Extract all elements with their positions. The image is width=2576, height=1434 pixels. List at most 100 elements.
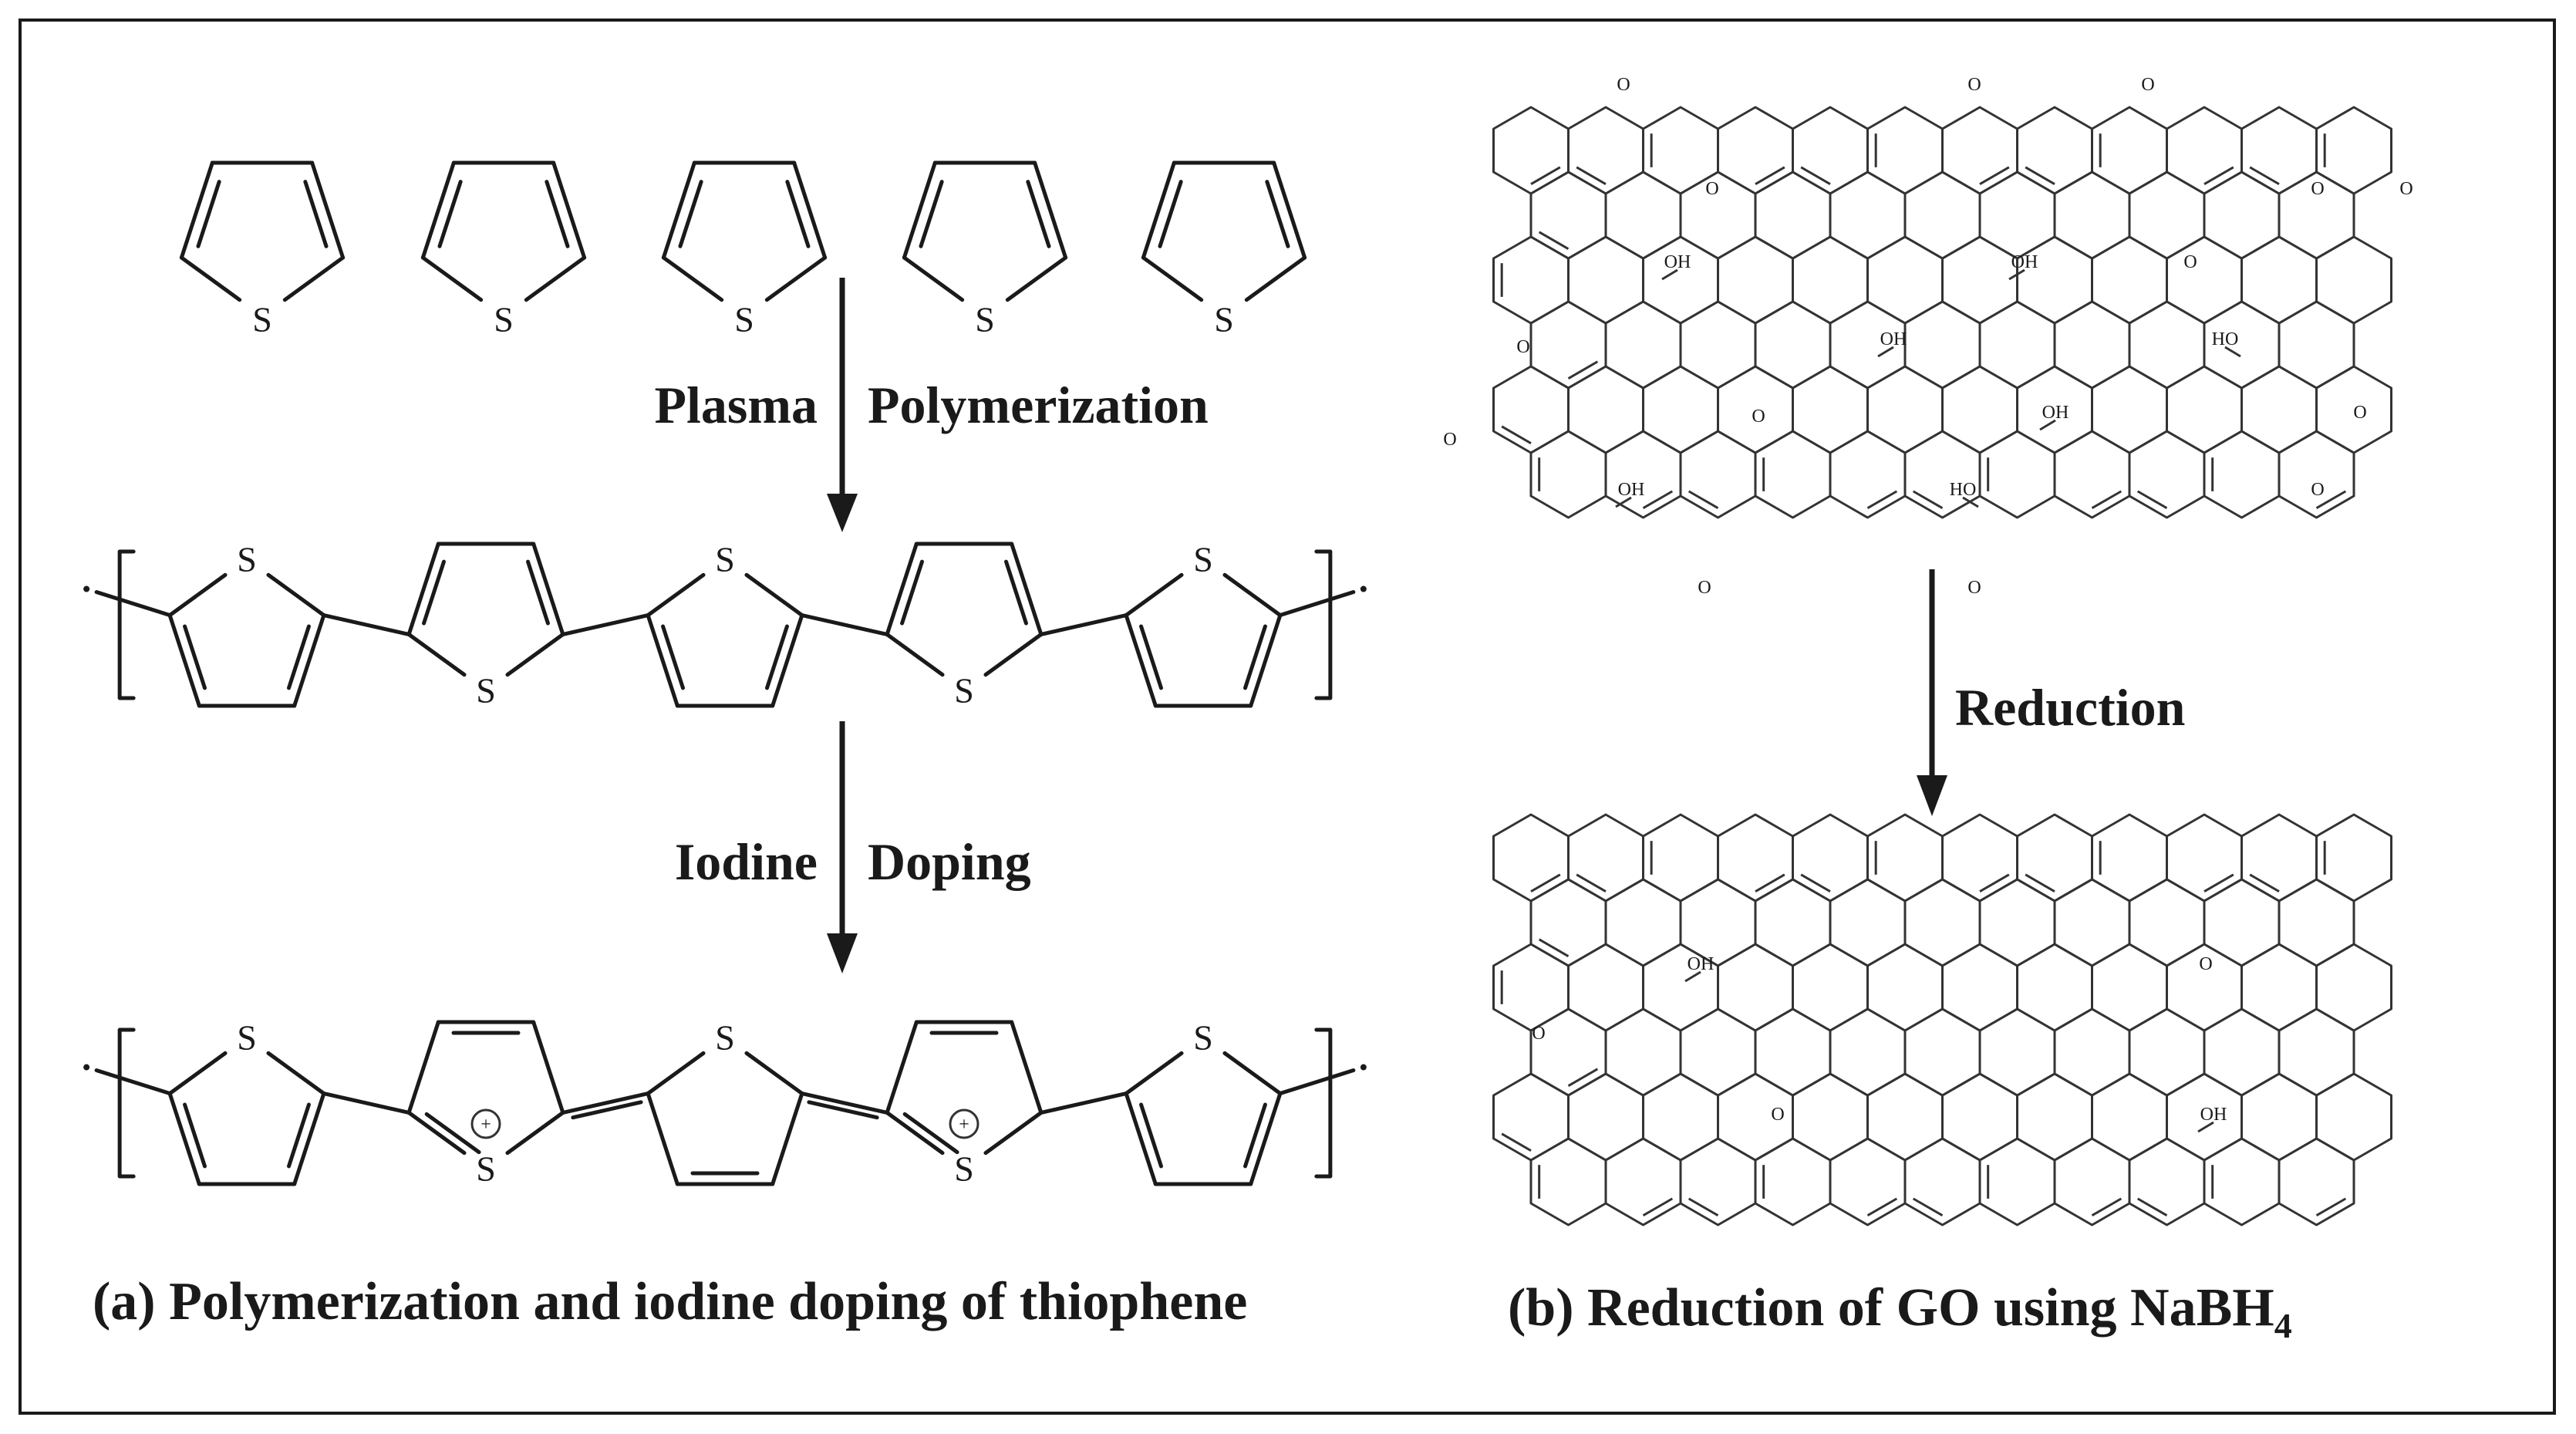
- hexagon-ring: [2241, 235, 2318, 325]
- hexagon-ring: [1567, 943, 1644, 1032]
- hexagon-ring: [2203, 170, 2281, 260]
- hexagon-ring: [2315, 106, 2392, 195]
- hexagon-ring: [2128, 1007, 2206, 1097]
- epoxide-oxygen: O: [1698, 578, 1711, 598]
- hydroxyl-group: OH: [2011, 252, 2038, 272]
- hexagon-ring: [1792, 943, 1869, 1032]
- hexagon-ring: [1978, 1007, 2056, 1097]
- caption-a: (a) Polymerization and iodine doping of …: [93, 1272, 1247, 1331]
- hexagon-ring: [1903, 1007, 1981, 1097]
- arrow2-label-right: Doping: [868, 832, 1031, 891]
- sulfur-label: S: [476, 671, 496, 710]
- hexagon-ring: [1941, 943, 2018, 1032]
- hexagon-ring: [1941, 235, 2018, 325]
- hexagon-ring: [2053, 300, 2131, 390]
- hexagon-ring: [2053, 878, 2131, 967]
- hexagon-ring: [1567, 1072, 1644, 1162]
- epoxide-oxygen: O: [1705, 179, 1718, 199]
- hexagon-ring: [1604, 170, 1682, 260]
- thiophene-monomer: S: [902, 160, 1068, 339]
- hexagon-ring: [2166, 365, 2243, 454]
- figure-frame: [19, 19, 2556, 1415]
- aromatic-double-bond: [1642, 490, 1674, 510]
- aromatic-double-bond: [1755, 166, 1785, 185]
- epoxide-oxygen: O: [1532, 1024, 1545, 1044]
- epoxide-oxygen: O: [1752, 407, 1765, 427]
- sulfur-label: S: [1193, 540, 1213, 579]
- hexagon-ring: [1903, 300, 1981, 390]
- aromatic-double-bond: [2315, 490, 2347, 510]
- hexagon-ring: [1866, 106, 1944, 195]
- hexagon-ring: [1567, 235, 1644, 325]
- inter-ring-bond: [322, 613, 411, 636]
- hexagon-ring: [2278, 1137, 2355, 1226]
- hexagon-ring: [2203, 430, 2281, 519]
- hexagon-ring: [1529, 170, 1607, 260]
- hydroxyl-group: OH: [2200, 1105, 2227, 1125]
- radical-dot: [83, 585, 90, 592]
- hexagon-ring: [2053, 170, 2131, 260]
- inter-ring-bond: [561, 613, 650, 636]
- hexagon-ring: [2166, 106, 2243, 195]
- functional-bond: [2039, 419, 2056, 431]
- hexagon-ring: [1529, 300, 1607, 390]
- aromatic-double-bond: [1538, 231, 1570, 250]
- hexagon-ring: [2091, 106, 2168, 195]
- hexagon-ring: [2315, 235, 2392, 325]
- hexagon-ring: [1604, 300, 1682, 390]
- hexagon-ring: [2016, 1072, 2093, 1162]
- aromatic-double-bond: [2249, 873, 2280, 892]
- epoxide-oxygen: O: [1516, 337, 1529, 357]
- hexagon-ring: [1529, 1137, 1607, 1226]
- hexagon-ring: [1829, 878, 1907, 967]
- hydroxyl-group: OH: [1618, 480, 1645, 500]
- hexagon-ring: [2203, 1007, 2281, 1097]
- hydroxyl-group: OH: [1880, 329, 1907, 349]
- sulfur-label: S: [1214, 300, 1234, 339]
- hexagon-ring: [1679, 430, 1757, 519]
- hexagon-ring: [2091, 365, 2168, 454]
- hexagon-ring: [1829, 1137, 1907, 1226]
- epoxide-oxygen: O: [1967, 578, 1981, 598]
- hexagon-ring: [2091, 813, 2168, 903]
- hexagon-ring: [1978, 430, 2056, 519]
- hexagon-ring: [1941, 1072, 2018, 1162]
- hexagon-ring: [1792, 235, 1869, 325]
- thiophene-unit: S: [646, 540, 804, 708]
- inter-ring-bond: [322, 1092, 411, 1115]
- aromatic-double-bond: [1576, 873, 1607, 892]
- left-bracket: [117, 549, 136, 700]
- hexagon-ring: [1492, 1072, 1570, 1162]
- hexagon-ring: [2203, 878, 2281, 967]
- functional-bond: [1962, 496, 1979, 508]
- doped-polythiophene-chain: S+SS+SS: [83, 1018, 1367, 1189]
- sulfur-label: S: [494, 300, 514, 339]
- thiophene-monomer: S: [1141, 160, 1307, 339]
- hexagon-ring: [1941, 813, 2018, 903]
- caption-b: (b) Reduction of GO using NaBH4: [1508, 1278, 2292, 1345]
- epoxide-oxygen: O: [1771, 1105, 1784, 1125]
- thiophene-monomer: S: [661, 160, 828, 339]
- hexagon-ring: [1679, 878, 1757, 967]
- inter-ring-bond: [800, 613, 889, 636]
- aromatic-double-bond: [1501, 1132, 1532, 1152]
- hexagon-ring: [1529, 430, 1607, 519]
- hexagon-ring: [1792, 365, 1869, 454]
- thiophene-unit: S: [167, 1018, 326, 1186]
- hexagon-ring: [1567, 365, 1644, 454]
- chain-end-bond: [1278, 590, 1356, 618]
- hexagon-ring: [2091, 1072, 2168, 1162]
- hexagon-ring: [1567, 106, 1644, 195]
- inter-ring-bond: [1039, 1092, 1128, 1115]
- thiophene-monomer: S: [420, 160, 587, 339]
- hexagon-ring: [2016, 235, 2093, 325]
- epoxide-oxygen: O: [2199, 954, 2212, 974]
- hexagon-ring: [1642, 813, 1719, 903]
- hexagon-ring: [2091, 235, 2168, 325]
- chain-end-bond: [94, 590, 172, 618]
- arrow1-label-right: Polymerization: [868, 376, 1209, 434]
- hexagon-ring: [2128, 430, 2206, 519]
- aromatic-double-bond: [1567, 360, 1599, 380]
- aromatic-double-bond: [1688, 1197, 1719, 1217]
- hexagon-ring: [1717, 106, 1794, 195]
